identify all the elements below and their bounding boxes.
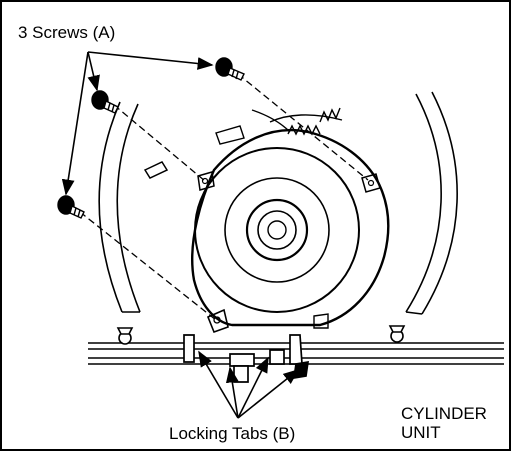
screw-guide-lines (79, 73, 369, 321)
cylinder-unit-label-line1: CYLINDER (401, 404, 487, 423)
locking-tabs-label: Locking Tabs (B) (169, 424, 296, 443)
screw-middle (91, 90, 119, 114)
left-peg (143, 161, 169, 179)
screw-bottom-left (57, 195, 85, 219)
rail-pegs (116, 325, 406, 345)
screw-top-right (215, 57, 245, 81)
right-side-panel (405, 91, 458, 315)
gear-teeth (251, 107, 343, 136)
screws-label: 3 Screws (A) (18, 23, 116, 42)
tab-callout-arrows (198, 350, 300, 419)
cylinder-unit-label-line2: UNIT (401, 423, 441, 442)
cylinder-housing (191, 125, 390, 334)
cylinder-unit-label: CYLINDER UNIT (401, 404, 487, 442)
left-side-panel (98, 101, 141, 313)
screw-callout-arrows (61, 51, 214, 196)
